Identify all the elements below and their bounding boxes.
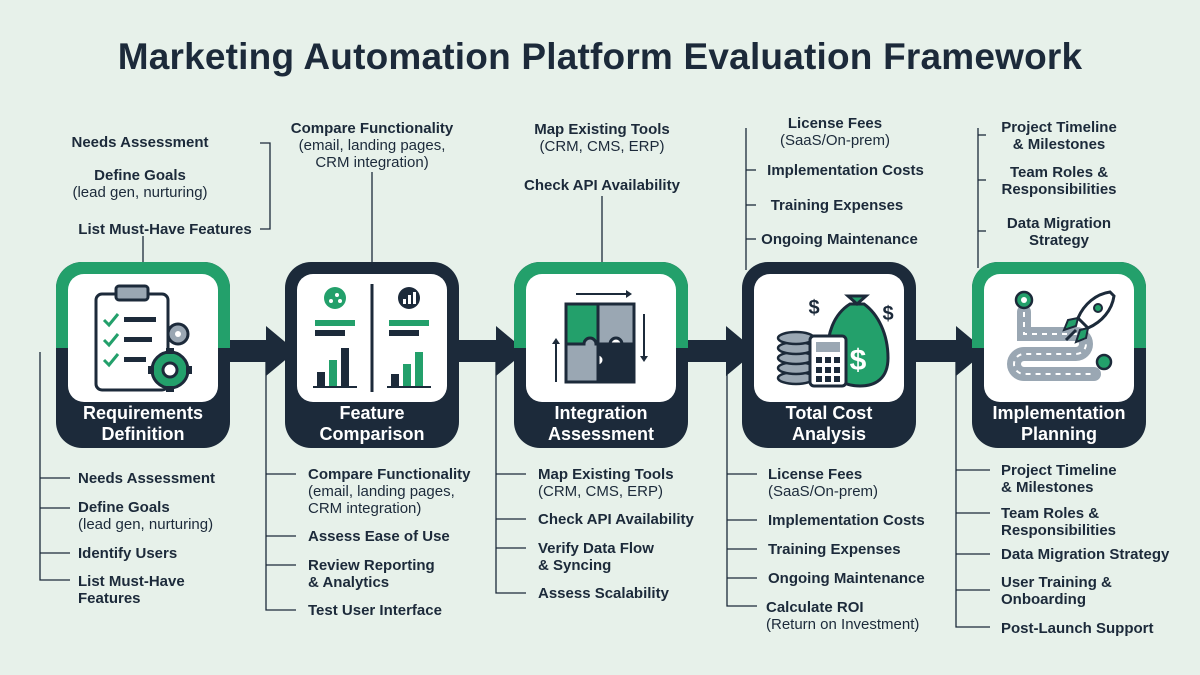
stage4-bottom-license-fees: License Fees(SaaS/On-prem) <box>768 466 879 500</box>
stage4-bottom-implementation: Implementation Costs <box>768 512 925 529</box>
stage4-bottom-training: Training Expenses <box>768 541 901 558</box>
svg-text:$: $ <box>850 344 867 377</box>
stage5-bottom-timeline: Project Timeline& Milestones <box>1001 462 1117 496</box>
stage2-top-compare-functionality: Compare Functionality(email, landing pag… <box>290 120 454 171</box>
puzzle-sync-icon <box>552 290 648 384</box>
stage5-bottom-roles: Team Roles &Responsibilities <box>1001 505 1117 539</box>
stage5-top-timeline: Project Timeline& Milestones <box>1001 119 1117 153</box>
clipboard-gear-icon <box>94 284 192 392</box>
stage3-bottom-api: Check API Availability <box>538 511 694 528</box>
stage2-bottom-compare-functionality: Compare Functionality(email, landing pag… <box>308 466 471 517</box>
svg-text:$: $ <box>882 303 893 325</box>
stage2-bottom-ease-of-use: Assess Ease of Use <box>308 528 450 545</box>
money-calculator-icon: $ $ $ <box>776 294 894 388</box>
svg-text:$: $ <box>808 297 819 319</box>
arrow-right-icon <box>220 326 296 376</box>
roadmap-rocket-icon <box>1007 290 1116 381</box>
stage3-top-api: Check API Availability <box>524 177 680 194</box>
stage3-bottom-map-tools: Map Existing Tools(CRM, CMS, ERP) <box>538 466 674 500</box>
stage5-top-roles: Team Roles &Responsibilities <box>1001 164 1117 198</box>
arrow-right-icon <box>450 326 526 376</box>
stage3-bottom-scalability: Assess Scalability <box>538 585 669 602</box>
stage2-bottom-test-ui: Test User Interface <box>308 602 442 619</box>
stage4-top-license-fees: License Fees(SaaS/On-prem) <box>779 115 891 149</box>
stage4-top-implementation: Implementation Costs <box>767 162 924 179</box>
stage1-top-needs-assessment: Needs Assessment <box>71 134 209 151</box>
page-title: Marketing Automation Platform Evaluation… <box>117 36 1083 77</box>
stage4-top-training: Training Expenses <box>770 197 904 214</box>
stage5-bottom-migration: Data Migration Strategy <box>1001 546 1170 563</box>
stage5-bottom-training: User Training &Onboarding <box>1001 574 1112 608</box>
stage4-bottom-roi: Calculate ROI(Return on Investment) <box>766 599 920 633</box>
stage1-top-list-features: List Must-Have Features <box>78 221 252 238</box>
arrow-right-icon <box>910 326 986 376</box>
stage3-bottom-data-flow: Verify Data Flow& Syncing <box>538 540 654 574</box>
stage3-top-map-tools: Map Existing Tools(CRM, CMS, ERP) <box>534 121 670 155</box>
stage5-bottom-support: Post-Launch Support <box>1001 620 1154 637</box>
stage4-bottom-maintenance: Ongoing Maintenance <box>768 570 925 587</box>
stage1-top-define-goals: Define Goals(lead gen, nurturing) <box>72 167 208 201</box>
stage1-bottom-identify-users: Identify Users <box>78 545 178 562</box>
stage1-bottom-needs-assessment: Needs Assessment <box>78 470 216 487</box>
comparison-charts-icon <box>313 284 431 392</box>
stage1-bottom-define-goals: Define Goals(lead gen, nurturing) <box>78 499 214 533</box>
arrow-right-icon <box>680 326 756 376</box>
stage4-top-maintenance: Ongoing Maintenance <box>761 231 918 248</box>
stage2-bottom-reporting: Review Reporting& Analytics <box>308 557 435 591</box>
